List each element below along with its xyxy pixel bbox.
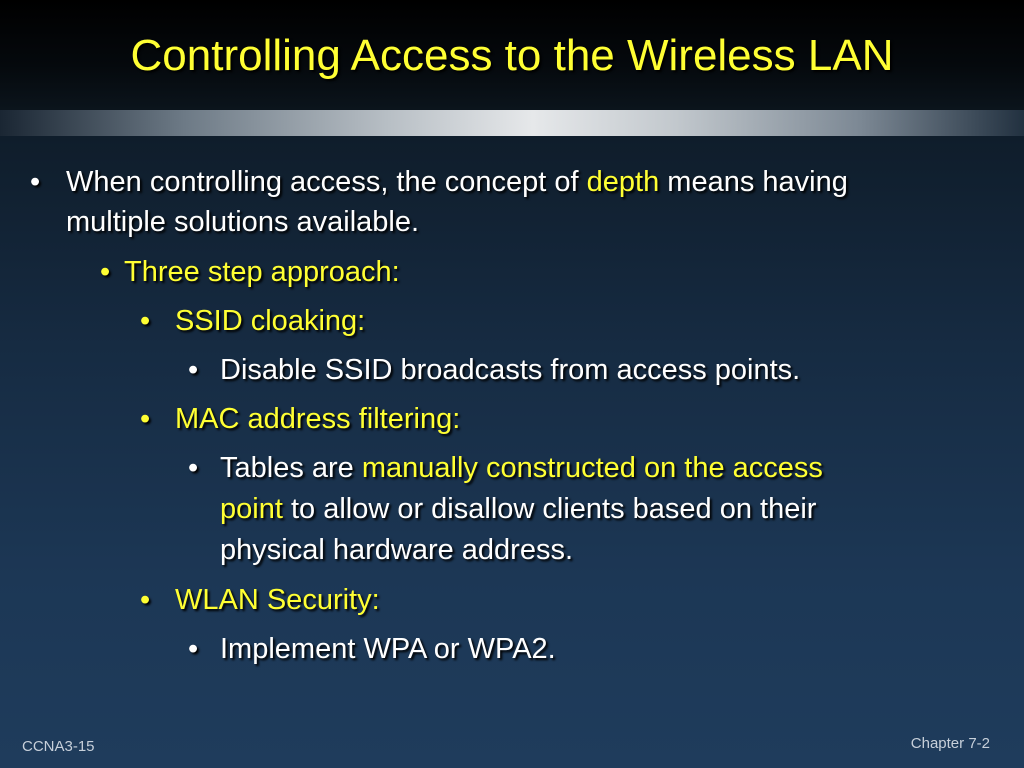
bullet-glyph: • <box>30 166 41 198</box>
footer-course-code: CCNA3-15 <box>22 738 95 755</box>
title-bar <box>0 0 1024 110</box>
bullet-glyph: • <box>140 584 151 616</box>
bullet-tables-highlight1: manually constructed on the access <box>361 452 823 484</box>
bullet-depth-highlight: depth <box>586 166 660 198</box>
bullet-mac-filtering: MAC address filtering: <box>175 403 461 435</box>
bullet-tables-line2: point to allow or disallow clients based… <box>220 489 816 530</box>
bullet-tables-line1: Tables are manually constructed on the a… <box>220 448 823 489</box>
slide-title: Controlling Access to the Wireless LAN <box>130 31 894 80</box>
bullet-depth-line2: multiple solutions available. <box>66 206 420 238</box>
bullet-depth-pre: When controlling access, the concept of <box>66 166 587 198</box>
title-divider-sheen <box>0 110 1024 136</box>
bullet-glyph: • <box>140 305 151 337</box>
footer-chapter-page: Chapter 7-2 <box>910 735 990 752</box>
bullet-ssid-cloaking: SSID cloaking: <box>175 305 366 337</box>
bullet-disable-ssid: Disable SSID broadcasts from access poin… <box>220 354 801 386</box>
bullet-tables-pre: Tables are <box>220 452 362 484</box>
bullet-glyph: • <box>100 256 111 288</box>
bullet-tables-line3: physical hardware address. <box>220 534 574 566</box>
bullet-glyph: • <box>188 633 199 665</box>
bullet-three-step: Three step approach: <box>124 256 400 288</box>
bullet-wlan-security: WLAN Security: <box>175 584 380 616</box>
bullet-tables-highlight2: point <box>220 493 283 525</box>
bullet-implement-wpa: Implement WPA or WPA2. <box>220 633 556 665</box>
bullet-depth-post: means having <box>659 166 848 198</box>
bullet-depth-line1: When controlling access, the concept of … <box>66 162 848 203</box>
bullet-tables-post: to allow or disallow clients based on th… <box>282 493 817 525</box>
bullet-glyph: • <box>188 452 199 484</box>
bullet-glyph: • <box>188 354 199 386</box>
bullet-glyph: • <box>140 403 151 435</box>
